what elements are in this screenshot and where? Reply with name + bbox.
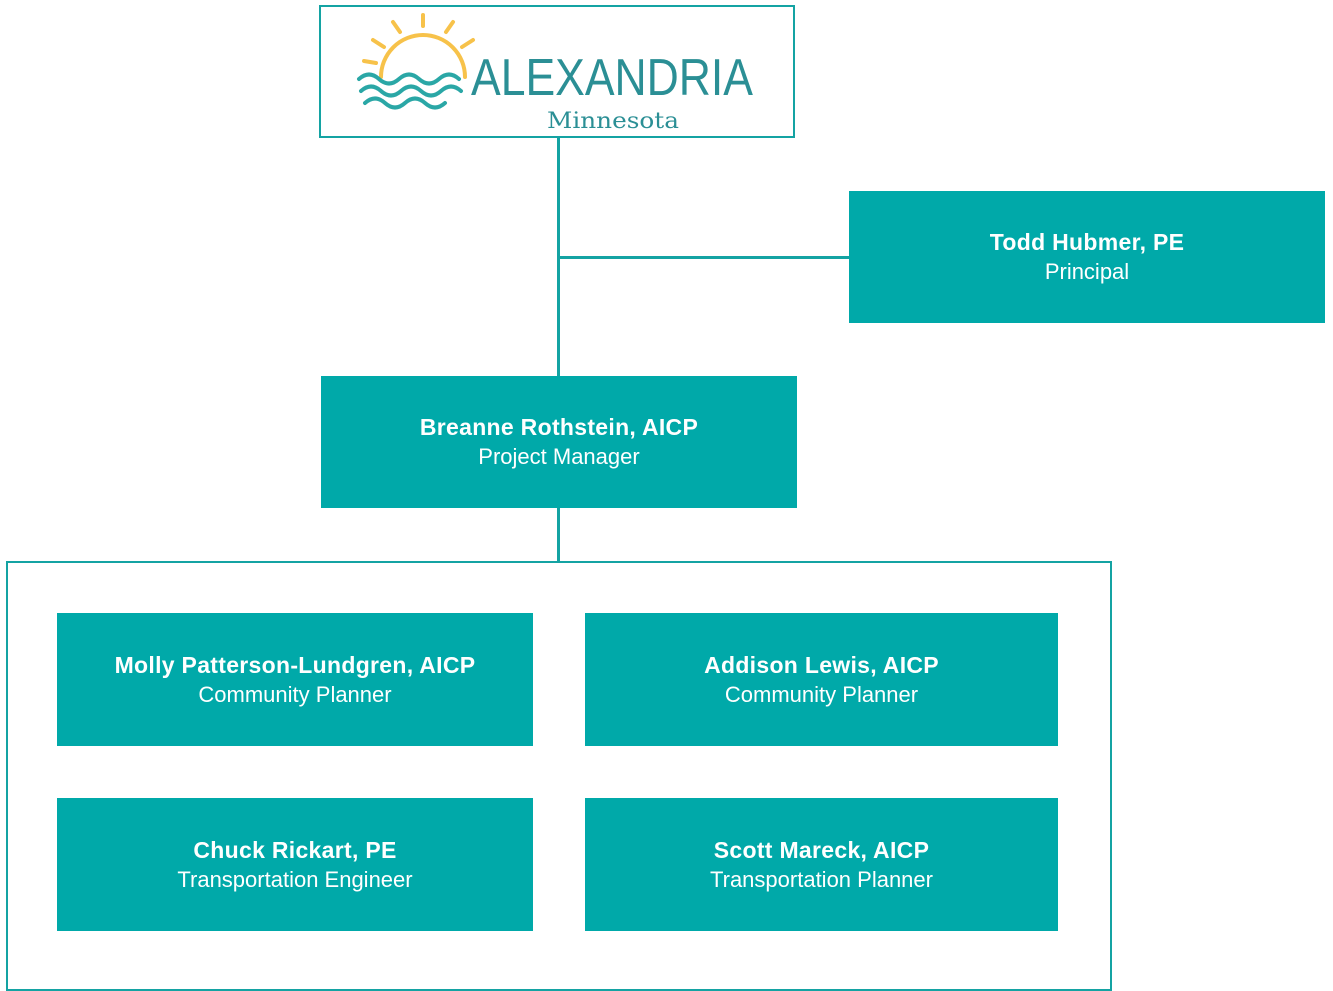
team-member-name: Molly Patterson-Lundgren, AICP <box>114 651 476 678</box>
team-member-name: Chuck Rickart, PE <box>193 836 397 863</box>
team-member-role: Community Planner <box>724 681 919 707</box>
logo-wordmark: ALEXANDRIA <box>471 49 753 107</box>
project-manager-role: Project Manager <box>478 444 640 469</box>
client-logo-box: ALEXANDRIA Minnesota <box>319 5 795 138</box>
team-member-card: Scott Mareck, AICP Transportation Planne… <box>585 798 1058 931</box>
project-manager-name: Breanne Rothstein, AICP <box>419 414 699 440</box>
connector-pm-to-team <box>557 507 560 563</box>
team-member-name: Addison Lewis, AICP <box>704 651 939 678</box>
team-member-role: Transportation Engineer <box>177 866 413 892</box>
team-member-card: Chuck Rickart, PE Transportation Enginee… <box>57 798 533 931</box>
waves-icon <box>357 72 463 110</box>
sun-icon <box>362 13 475 79</box>
team-member-role: Transportation Planner <box>710 866 933 892</box>
team-member-name: Scott Mareck, AICP <box>713 836 930 863</box>
alexandria-logo: ALEXANDRIA Minnesota <box>357 13 753 134</box>
team-member-card: Molly Patterson-Lundgren, AICP Community… <box>57 613 533 746</box>
logo-tagline: Minnesota <box>547 109 679 134</box>
principal-card: Todd Hubmer, PE Principal <box>849 191 1325 323</box>
project-manager-card: Breanne Rothstein, AICP Project Manager <box>321 376 797 508</box>
team-member-role: Community Planner <box>198 681 392 707</box>
connector-to-principal <box>557 256 850 259</box>
principal-name: Todd Hubmer, PE <box>989 229 1185 255</box>
principal-role: Principal <box>1044 259 1130 284</box>
team-member-card: Addison Lewis, AICP Community Planner <box>585 613 1058 746</box>
